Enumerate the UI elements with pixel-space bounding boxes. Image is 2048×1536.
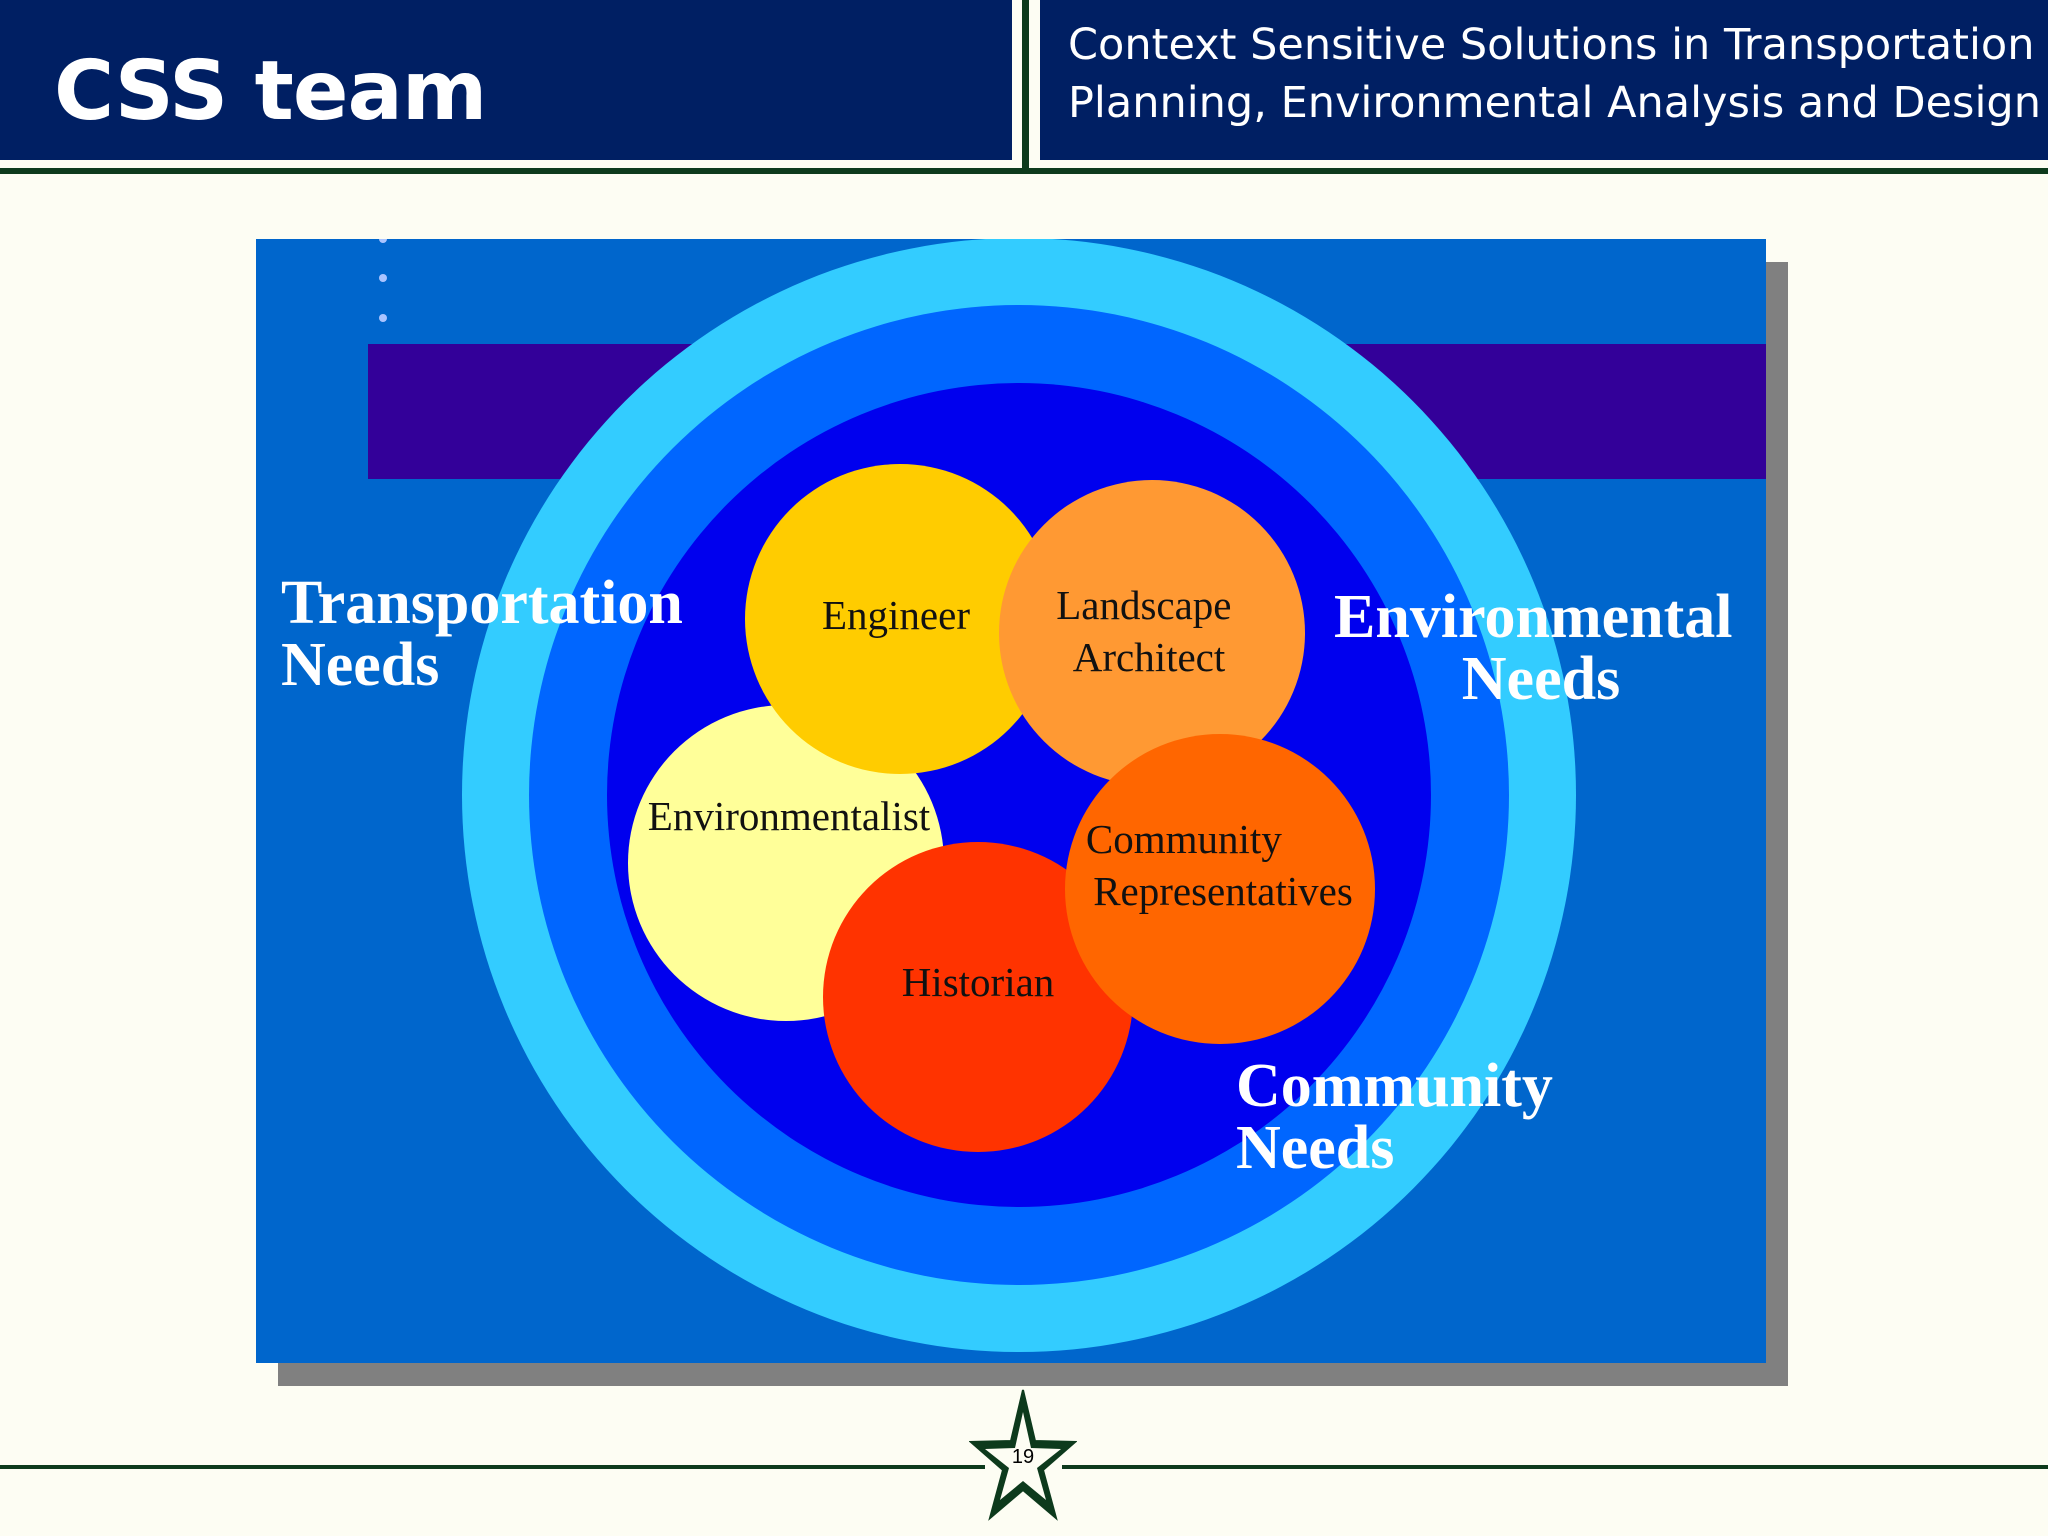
slide-title: CSS team xyxy=(54,44,487,139)
footer-rule-right xyxy=(1062,1465,2048,1469)
label-landscape-line1: Landscape xyxy=(1056,582,1231,628)
label-transportation-needs: Transportation Needs xyxy=(281,569,698,699)
label-historian-line: Historian xyxy=(902,959,1055,1005)
label-community-line2: Needs xyxy=(1236,1114,1394,1182)
label-community-representatives: Community Representatives xyxy=(1086,816,1353,914)
label-environmental-line2: Needs xyxy=(1462,645,1620,713)
label-environmentalist-line: Environmentalist xyxy=(648,793,931,839)
label-engineer-line: Engineer xyxy=(822,592,970,638)
subtitle-line-1: Context Sensitive Solutions in Transport… xyxy=(1068,20,2035,70)
circle-community-representatives xyxy=(1065,734,1375,1044)
label-environmental-line1: Environmental xyxy=(1334,583,1732,651)
label-environmental-needs: Environmental Needs xyxy=(1334,583,1748,713)
label-transportation-line2: Needs xyxy=(281,631,439,699)
circle-landscape-architect xyxy=(999,480,1305,786)
label-community-needs: Community Needs xyxy=(1236,1052,1568,1182)
label-environmentalist: Environmentalist xyxy=(648,793,931,839)
header-rule xyxy=(0,168,2048,174)
header-left-panel xyxy=(0,0,1012,160)
label-community-line1: Community xyxy=(1236,1052,1553,1120)
subtitle-line-2: Planning, Environmental Analysis and Des… xyxy=(1068,78,2041,128)
label-engineer: Engineer xyxy=(822,592,970,638)
star-icon xyxy=(968,1386,1078,1522)
label-transportation-line1: Transportation xyxy=(281,569,683,637)
page-number: 19 xyxy=(1011,1446,1035,1468)
css-team-diagram: Engineer Landscape Architect Environment… xyxy=(256,239,1766,1363)
bullet-dot xyxy=(379,239,387,243)
circle-historian xyxy=(823,842,1133,1152)
label-community-reps-line1: Community xyxy=(1086,816,1282,862)
footer-rule-left xyxy=(0,1465,985,1469)
header-right-panel xyxy=(1040,0,2048,160)
label-community-reps-line2: Representatives xyxy=(1093,868,1353,914)
label-landscape-architect: Landscape Architect xyxy=(1056,582,1242,680)
bullet-dot xyxy=(379,274,387,282)
slide-subtitle: Context Sensitive Solutions in Transport… xyxy=(1068,16,2041,132)
circle-engineer xyxy=(745,464,1055,774)
label-historian: Historian xyxy=(902,959,1055,1005)
header-divider xyxy=(1022,0,1029,174)
bullet-dot xyxy=(379,314,387,322)
label-landscape-line2: Architect xyxy=(1073,634,1226,680)
